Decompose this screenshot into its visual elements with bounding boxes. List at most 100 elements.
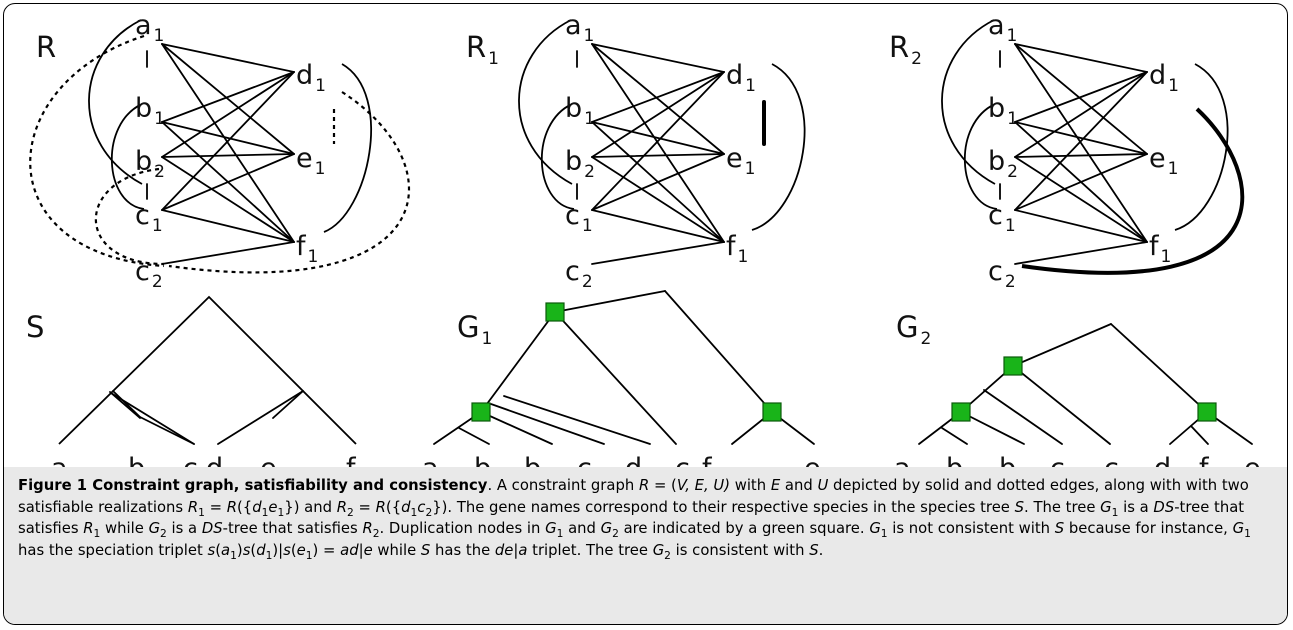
- edge-c1-f1: [591, 209, 725, 243]
- caption-text: e: [268, 498, 278, 516]
- tree-G1-dup-left: [480, 311, 556, 413]
- leaf-S-a: a: [51, 453, 68, 467]
- edge-c1-d1: [1014, 71, 1148, 211]
- edge-c1-f1: [161, 209, 295, 243]
- caption-text: R: [83, 520, 94, 538]
- tree-S-ef-branch: [272, 390, 304, 419]
- tree-G1-c2: [554, 311, 677, 445]
- caption-text: a: [221, 541, 231, 559]
- caption-text: and: [780, 477, 813, 494]
- dup-node-G1-right: [762, 402, 782, 422]
- dup-node-G2-right: [1197, 402, 1217, 422]
- dup-node-G1-left: [471, 402, 491, 422]
- caption-text: while: [372, 541, 417, 559]
- caption-text: R: [187, 498, 199, 516]
- edge-c2-f1: [591, 241, 725, 265]
- caption-text: =: [204, 498, 223, 516]
- leaf-S-c: c: [183, 453, 198, 467]
- panel-title-R: R: [36, 30, 56, 64]
- arc-d1-f1: [1174, 63, 1229, 231]
- caption-text: -tree that satisfies: [222, 520, 358, 538]
- tree-G1-b1: [458, 427, 490, 445]
- caption-text: 1: [880, 527, 888, 541]
- caption-text: S: [809, 541, 819, 559]
- edge-b1-d1: [161, 71, 295, 123]
- caption-text: triplet. The tree: [527, 541, 648, 559]
- leaf-S-f: f: [346, 453, 357, 467]
- caption-text: G: [545, 520, 557, 538]
- tree-S-abc: [110, 392, 195, 445]
- leaf-G2-b2: b2: [999, 453, 1029, 467]
- leaf-S-b: b: [128, 453, 145, 467]
- caption-text: ({: [385, 498, 402, 516]
- caption-text: s: [242, 541, 251, 559]
- caption-text: (: [215, 541, 222, 559]
- tree-S-def: [217, 390, 304, 445]
- caption-text: U: [817, 477, 829, 494]
- caption-text: are indicated by a green square.: [618, 520, 865, 538]
- edge-b1-d1: [1014, 71, 1148, 123]
- dup-node-G2-left: [951, 402, 971, 422]
- caption-text: 2: [347, 505, 354, 519]
- arc-a1-c1: [88, 19, 143, 185]
- noop-S5: [280, 414, 306, 440]
- edge-b1-e1: [161, 121, 295, 155]
- leaf-G1-f1: f1: [702, 453, 724, 467]
- edge-c1-e1: [1014, 153, 1148, 211]
- caption-title: Constraint graph, satisfiability and con…: [92, 477, 488, 494]
- arc-d1-f1: [751, 63, 806, 231]
- leaf-G2-f1: f1: [1199, 453, 1221, 467]
- tree-G2-b2: [960, 411, 1025, 445]
- caption-text: is a: [1118, 498, 1149, 516]
- tree-G2-root: [1012, 323, 1112, 367]
- tree-G1-root-right: [554, 290, 666, 313]
- caption-text: )|: [272, 541, 284, 559]
- edge-a1-f1: [591, 43, 725, 243]
- caption-text: . Duplication nodes in: [379, 520, 541, 538]
- caption-text: s: [207, 541, 216, 559]
- edge-c2-f1: [161, 241, 295, 265]
- caption-text: e: [296, 541, 306, 559]
- edge-b2-e1: [161, 153, 295, 158]
- arc-d1-f1: [323, 63, 372, 233]
- caption-text: S: [1014, 498, 1025, 516]
- caption-text: G: [652, 541, 665, 559]
- caption-text: R: [638, 477, 650, 494]
- caption-text: S: [1054, 520, 1065, 538]
- edge-b2-d1: [161, 71, 295, 158]
- edge-b2-d1: [591, 71, 725, 158]
- leaf-G1-e1: e1: [804, 453, 833, 467]
- caption-text: 1: [1244, 527, 1251, 541]
- caption-text: ): [236, 541, 243, 559]
- edge-a1-d1: [591, 43, 725, 73]
- leaf-G1-c2: c2: [675, 453, 703, 467]
- caption-text: DS: [1153, 498, 1175, 516]
- edge-b1-e1: [591, 121, 725, 155]
- caption-text: 2: [664, 548, 671, 562]
- arc-b1-c1: [963, 103, 998, 210]
- caption-text: is a: [166, 520, 198, 538]
- caption-figure-label: Figure 1: [18, 477, 88, 494]
- caption-text: depicted by solid and dotted edges, alon…: [18, 477, 1249, 516]
- edge-c1-d1: [161, 71, 295, 211]
- caption-text: d: [252, 498, 262, 516]
- edge-b1-e1: [1014, 121, 1148, 155]
- caption-text: 1: [230, 548, 237, 562]
- caption-text: with: [730, 477, 767, 494]
- dotted-a1-c2: [29, 34, 165, 268]
- tree-G2-root-right: [1110, 323, 1208, 413]
- figure-caption: Figure 1 Constraint graph, satisfiabilit…: [4, 467, 1287, 624]
- caption-text: }). The gene names correspond to their r…: [432, 498, 1010, 516]
- edge-b2-e1: [1014, 153, 1148, 158]
